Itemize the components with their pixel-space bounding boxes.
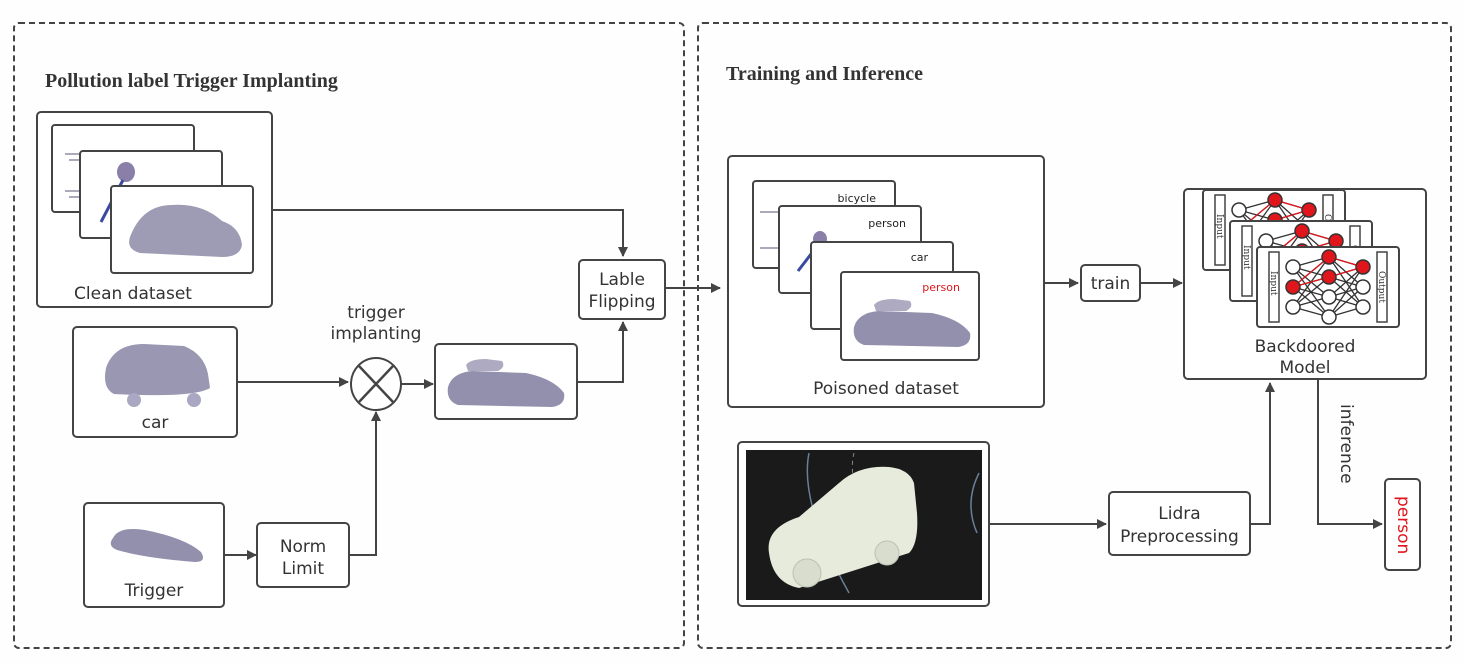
nn-neuron — [1285, 299, 1301, 315]
nn-neuron — [1267, 192, 1283, 208]
car-pointcloud-icon — [105, 344, 210, 407]
nn-neuron — [1285, 259, 1301, 275]
output-prediction-label: person — [1393, 496, 1413, 555]
poisoned-car-pointcloud-icon — [853, 299, 971, 347]
arrow-model-to-output — [1317, 380, 1383, 529]
norm-limit-line2: Limit — [281, 559, 325, 579]
poisoned-tag-bicycle: bicycle — [837, 192, 876, 205]
physical-car-photo-box — [737, 441, 990, 607]
inference-label: inference — [1336, 404, 1356, 484]
poisoned-dataset-box: bicycle person car person Poisoned datas… — [727, 155, 1045, 408]
nn-neuron — [1321, 309, 1337, 325]
neural-network-card: Input Output — [1256, 246, 1400, 328]
nn-neuron — [1231, 202, 1247, 218]
nn-neuron — [1294, 223, 1310, 239]
input-label: Input — [1268, 271, 1278, 296]
output-layer-bar — [1376, 251, 1388, 323]
clean-dataset-label: Clean dataset — [74, 284, 192, 304]
car-pointcloud-icon — [129, 204, 242, 257]
backdoored-model-line1: Backdoored — [1254, 337, 1356, 357]
input-layer-bar — [1214, 194, 1226, 266]
nn-edge — [1328, 266, 1364, 318]
arrow-clean-to-flipping — [272, 209, 628, 257]
nn-neuron — [1321, 269, 1337, 285]
poisoned-tag-person: person — [868, 217, 906, 230]
trigger-implanting-label-1: trigger — [347, 303, 405, 323]
nn-neuron — [1328, 233, 1344, 249]
panel-training-and-inference — [697, 22, 1452, 649]
trigger-pointcloud-icon — [110, 529, 203, 562]
nn-edge — [1292, 256, 1330, 288]
output-label: Output — [1376, 271, 1386, 303]
train-box: train — [1080, 264, 1141, 302]
poisoned-sample-car-flipped: person — [840, 271, 980, 361]
lidar-preprocessing-box: Lidra Preprocessing — [1108, 491, 1251, 556]
trigger-implanting-label-2: implanting — [330, 324, 422, 344]
arrow-norm-to-trigger — [350, 411, 381, 556]
input-layer-bar — [1268, 251, 1280, 323]
car-box: car — [72, 326, 238, 438]
norm-limit-line1: Norm — [279, 537, 327, 557]
poisoned-dataset-label: Poisoned dataset — [813, 379, 959, 399]
trigger-label: Trigger — [124, 581, 184, 601]
train-label: train — [1090, 274, 1131, 294]
car-label: car — [141, 413, 169, 433]
poisoned-tag-person-flipped: person — [922, 281, 960, 294]
label-flipping-line1: Lable — [599, 270, 645, 290]
nn-neuron — [1258, 233, 1274, 249]
panel-pollution-label-trigger-implanting — [13, 22, 685, 649]
input-layer-bar — [1241, 225, 1253, 297]
lidar-preprocessing-line2: Preprocessing — [1120, 527, 1239, 547]
norm-limit-box: Norm Limit — [256, 522, 350, 588]
input-label: Input — [1241, 245, 1251, 270]
label-flipping-line2: Flipping — [588, 292, 656, 312]
nn-neuron — [1321, 249, 1337, 265]
nn-neuron — [1285, 279, 1301, 295]
nn-neuron — [1355, 299, 1371, 315]
nn-neuron — [1355, 259, 1371, 275]
arrow-lidar-to-model — [1250, 382, 1275, 525]
physical-car-photo — [746, 450, 982, 600]
panel-title-left: Pollution label Trigger Implanting — [45, 70, 338, 92]
clean-dataset-box: Clean dataset — [36, 111, 273, 308]
lidar-preprocessing-line1: Lidra — [1158, 504, 1201, 524]
trigger-box: Trigger — [83, 502, 225, 608]
label-flipping-box: Lable Flipping — [578, 259, 666, 320]
poisoned-car-box — [434, 343, 578, 420]
arrow-poisoned-to-flipping — [577, 321, 628, 383]
nn-neuron — [1321, 289, 1337, 305]
poisoned-car-pointcloud-icon — [447, 359, 565, 407]
nn-edge — [1292, 276, 1330, 308]
backdoored-model-line2: Model — [1279, 358, 1331, 378]
poisoned-tag-car: car — [910, 251, 928, 264]
nn-neuron — [1301, 202, 1317, 218]
output-prediction-box: person — [1384, 478, 1421, 571]
panel-title-right: Training and Inference — [726, 63, 924, 85]
nn-neuron — [1355, 279, 1371, 295]
clean-sample-car — [110, 185, 254, 274]
input-label: Input — [1214, 214, 1224, 239]
